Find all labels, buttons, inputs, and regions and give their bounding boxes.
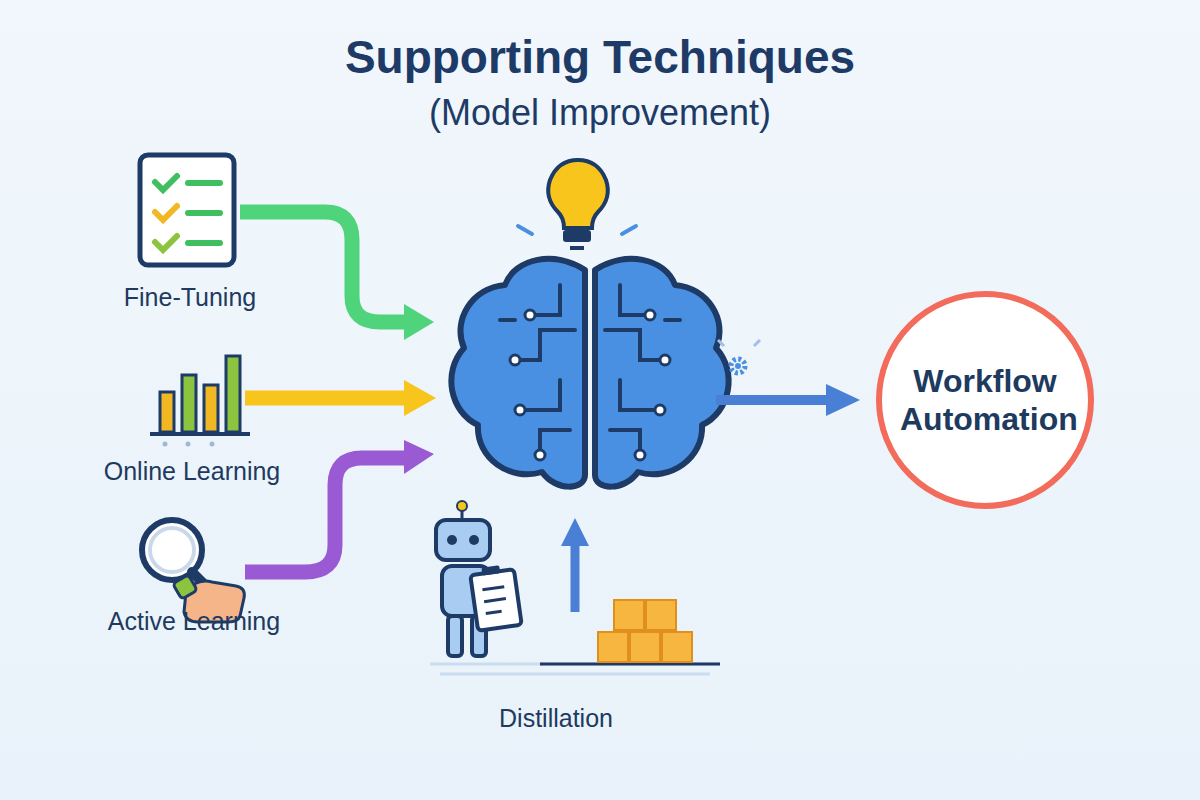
technique-node: Distillation	[495, 702, 617, 735]
arrow-head	[826, 384, 860, 416]
node-label: Active Learning	[108, 607, 280, 636]
output-circle: Workflow Automation	[875, 290, 1095, 510]
circle-shape	[879, 294, 1091, 506]
arrow-head	[561, 518, 589, 546]
circle-outline	[875, 290, 1095, 510]
brain-illustration	[451, 259, 728, 487]
arrow-head	[404, 304, 434, 340]
bar-chart-icon	[160, 356, 240, 432]
subtitle: (Model Improvement)	[0, 92, 1200, 134]
technique-node: Fine-Tuning	[120, 281, 260, 314]
node-label: Distillation	[499, 704, 613, 733]
green-arrow	[240, 212, 408, 322]
light-bulb-icon	[518, 160, 636, 248]
node-label: Online Learning	[104, 457, 281, 486]
arrow-head	[404, 380, 436, 416]
chart-dots	[163, 442, 215, 447]
arrow-head	[404, 440, 434, 474]
checklist-icon	[140, 155, 234, 265]
chart-axis	[150, 432, 250, 436]
yellow-arrow	[245, 391, 408, 406]
robot-illustration	[436, 501, 522, 656]
gear-icon	[731, 359, 745, 373]
floor-lines	[430, 664, 720, 674]
up-arrow	[571, 540, 580, 612]
technique-node: Online Learning	[100, 455, 285, 488]
check-marks	[155, 176, 220, 250]
node-label: Fine-Tuning	[124, 283, 256, 312]
node-text: Workflow Automation	[900, 362, 1070, 439]
diagram-title: Supporting Techniques	[0, 30, 1200, 84]
gear-rays	[718, 340, 760, 346]
output-arrow	[716, 395, 832, 405]
technique-node: Active Learning	[104, 605, 284, 638]
stacked-boxes	[598, 600, 692, 662]
